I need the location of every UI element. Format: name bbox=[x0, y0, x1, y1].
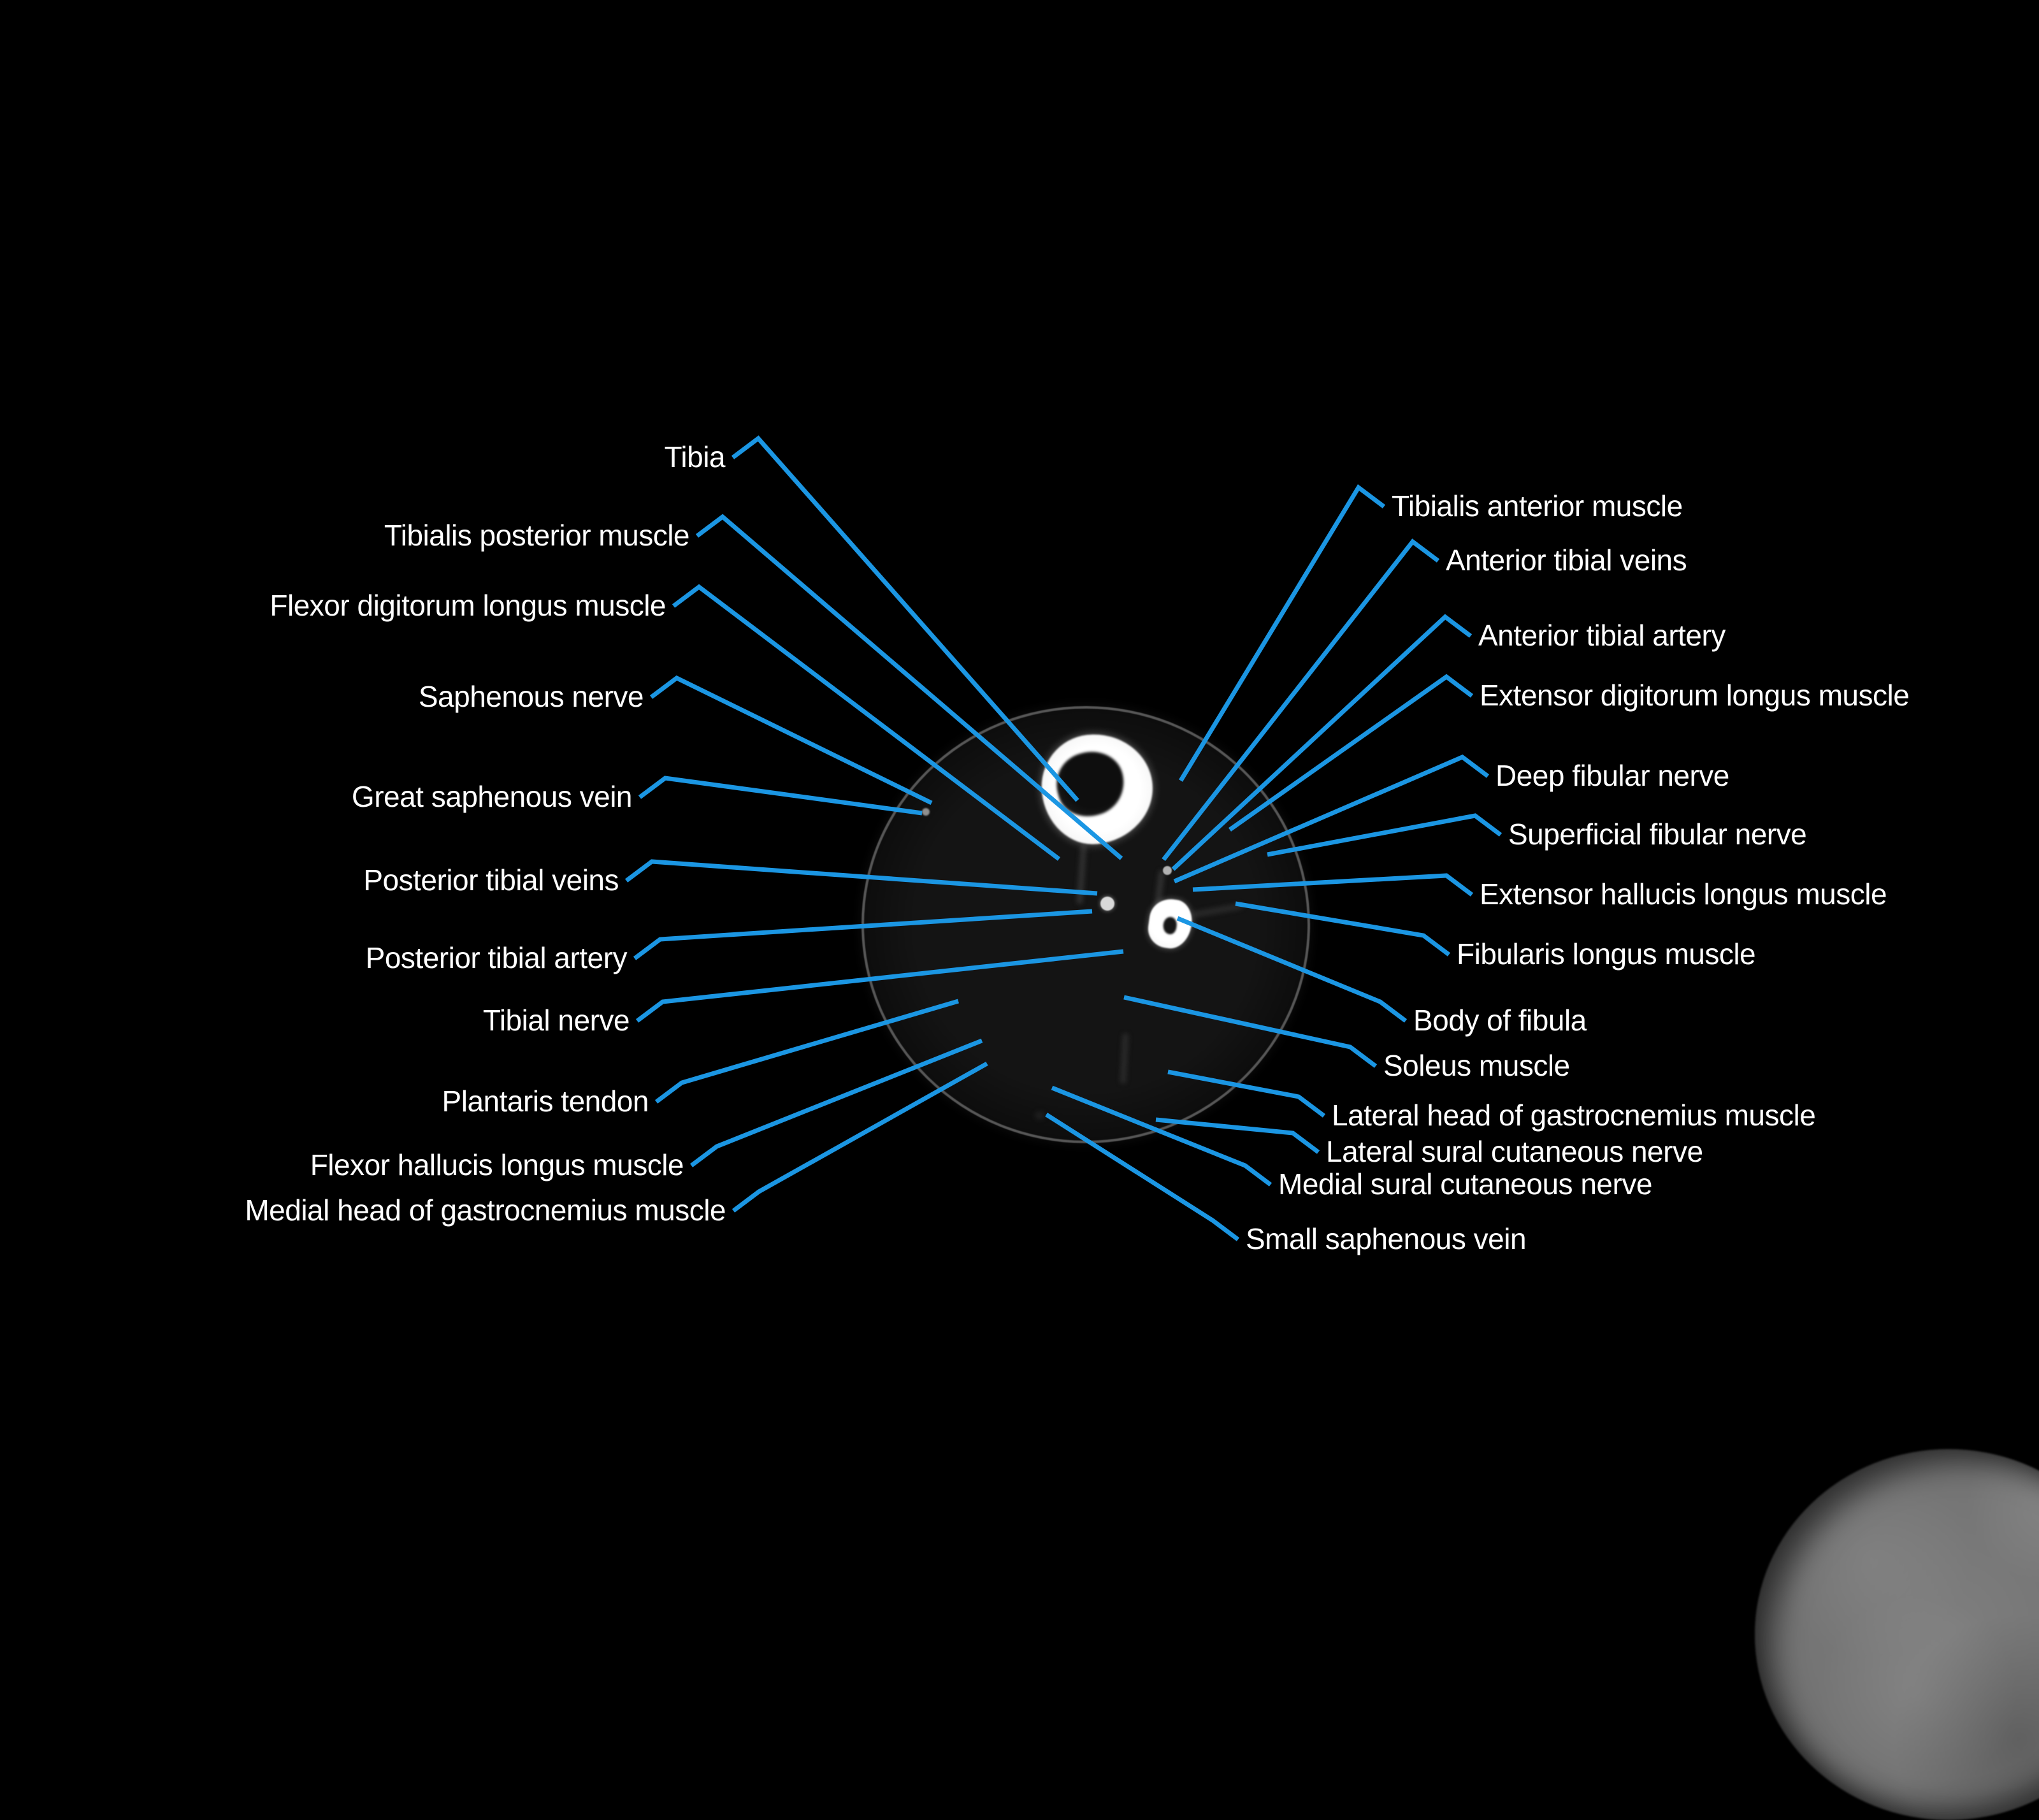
leader-line bbox=[695, 514, 1123, 860]
anatomy-label: Flexor hallucis longus muscle bbox=[310, 1148, 684, 1182]
anatomy-label: Anterior tibial veins bbox=[1446, 544, 1687, 577]
great-saphenous-vein-dot bbox=[922, 808, 930, 816]
anterior-tibial-vessels-dot bbox=[1163, 866, 1172, 875]
leader-line bbox=[635, 949, 1124, 1023]
anatomy-label: Extensor hallucis longus muscle bbox=[1480, 877, 1887, 911]
leader-line bbox=[1155, 1117, 1320, 1154]
leader-line bbox=[1162, 538, 1440, 862]
anatomy-label: Posterior tibial veins bbox=[363, 863, 619, 897]
leader-line bbox=[1267, 813, 1502, 857]
leader-line bbox=[672, 584, 1061, 861]
leader-line bbox=[1051, 1085, 1272, 1187]
leader-line bbox=[638, 776, 923, 816]
leader-line bbox=[1235, 901, 1451, 957]
anatomy-label: Tibialis posterior muscle bbox=[384, 519, 690, 552]
leader-line bbox=[633, 909, 1093, 960]
leader-line bbox=[1192, 873, 1474, 897]
anatomy-label: Small saphenous vein bbox=[1246, 1222, 1527, 1256]
anatomy-label: Superficial fibular nerve bbox=[1508, 818, 1807, 851]
leader-line bbox=[1173, 754, 1490, 884]
leader-line bbox=[1123, 995, 1378, 1068]
leader-line bbox=[1167, 1069, 1326, 1118]
leader-line bbox=[1171, 614, 1473, 871]
anatomy-label: Lateral sural cutaneous nerve bbox=[1326, 1135, 1703, 1169]
anatomy-label: Deep fibular nerve bbox=[1495, 759, 1729, 793]
anatomy-label: Body of fibula bbox=[1413, 1004, 1587, 1037]
anatomy-label: Posterior tibial artery bbox=[365, 941, 628, 975]
leader-line bbox=[654, 999, 959, 1104]
anatomy-label: Soleus muscle bbox=[1383, 1049, 1570, 1083]
leader-line bbox=[1179, 484, 1386, 782]
anatomy-label: Medial sural cutaneous nerve bbox=[1278, 1167, 1652, 1201]
leader-line bbox=[731, 1061, 988, 1213]
anatomy-label: Tibia bbox=[664, 440, 726, 474]
anatomy-label: Plantaris tendon bbox=[442, 1085, 649, 1118]
anatomy-label: Anterior tibial artery bbox=[1478, 619, 1726, 653]
leader-line bbox=[689, 1038, 983, 1167]
anatomy-label: Tibial nerve bbox=[482, 1004, 630, 1037]
leg-muscle bbox=[1755, 1449, 2039, 1820]
leader-lines-layer bbox=[624, 435, 1502, 1241]
small-saphenous-vein-dot bbox=[1035, 1111, 1045, 1120]
anatomy-label: Lateral head of gastrocnemius muscle bbox=[1332, 1099, 1816, 1132]
anatomy-label: Saphenous nerve bbox=[418, 680, 644, 714]
anatomy-label: Extensor digitorum longus muscle bbox=[1480, 679, 1910, 712]
leader-line bbox=[1176, 916, 1408, 1023]
leader-line bbox=[649, 675, 933, 805]
anatomy-label: Fibularis longus muscle bbox=[1457, 937, 1756, 971]
anatomy-label: Great saphenous vein bbox=[351, 780, 633, 814]
anatomy-label: Flexor digitorum longus muscle bbox=[270, 589, 666, 623]
leader-line bbox=[624, 859, 1098, 896]
posterior-tibial-vessels-dot bbox=[1100, 897, 1114, 911]
leader-line bbox=[731, 435, 1079, 802]
leader-line bbox=[1045, 1113, 1240, 1241]
leader-line bbox=[1228, 674, 1474, 832]
anatomy-label: Tibialis anterior muscle bbox=[1392, 489, 1683, 523]
anatomy-label: Medial head of gastrocnemius muscle bbox=[245, 1194, 726, 1227]
